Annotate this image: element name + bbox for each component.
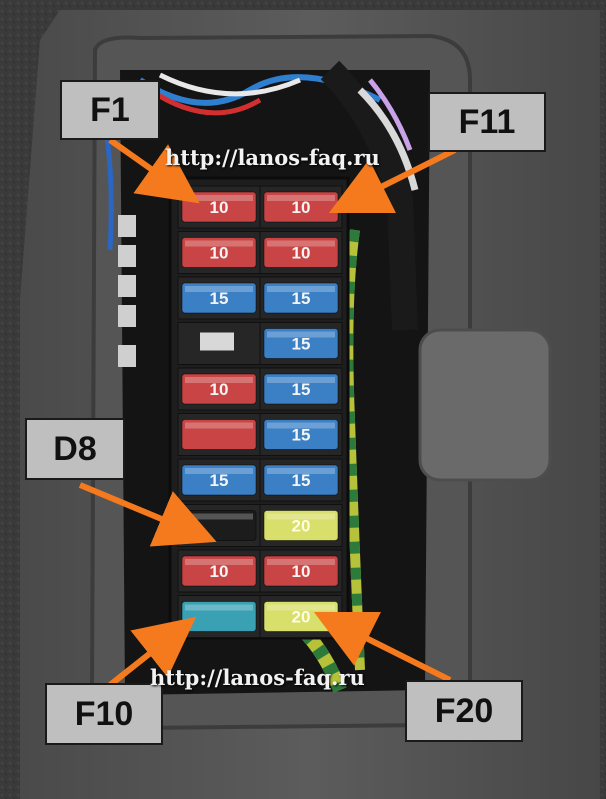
fuse-highlight [185, 559, 253, 565]
label-f1: F1 [60, 80, 160, 140]
fuse-highlight [185, 240, 253, 247]
empty-fuse-contact [200, 332, 234, 351]
fuse-right-4 [263, 328, 339, 359]
fuse-right-2 [263, 237, 339, 268]
fuse-highlight [267, 422, 335, 429]
fuse-left-2 [181, 237, 257, 268]
fuse-highlight [267, 513, 335, 520]
fuse-left-1 [181, 191, 257, 223]
fuse-highlight [185, 468, 253, 474]
fuse-rating: 10 [210, 244, 229, 263]
fuse-highlight [185, 377, 253, 383]
fuse-right-5 [263, 373, 339, 405]
arrow-f1 [108, 137, 200, 204]
fuse-rating: 15 [292, 289, 311, 308]
fuse-rating: 10 [292, 198, 311, 217]
fuse-highlight [185, 604, 253, 611]
label-f11: F11 [428, 92, 546, 152]
fuse-highlight [267, 240, 335, 247]
fuse-rating: 15 [292, 380, 311, 399]
fuse-rating: 15 [210, 471, 229, 490]
fuse-rating: 10 [292, 562, 311, 581]
fuse-highlight [267, 331, 335, 338]
fuse-highlight [185, 286, 253, 292]
callout-arrows [78, 137, 457, 688]
fuse-rating: 15 [292, 335, 311, 354]
fuse-rating: 10 [210, 198, 229, 217]
fuse-highlight [267, 195, 335, 201]
fuse-left-6 [181, 419, 257, 450]
fuse-highlight [185, 195, 253, 201]
arrow-f11 [328, 147, 457, 214]
fuse-highlight [267, 286, 335, 292]
fuse-left-7 [181, 464, 257, 496]
fuse-rating: 10 [210, 380, 229, 399]
fuse-highlight [185, 513, 253, 520]
arrow-f10 [108, 616, 197, 688]
fuse-left-3 [181, 282, 257, 314]
fuse-right-8 [263, 510, 339, 541]
fuse-rating: 20 [292, 608, 311, 627]
fuse-slots: 10 10 15 10 15 10 10 10 15 15 15 15 15 20 10 20 [177, 185, 343, 638]
fuse-right-7 [263, 464, 339, 496]
panel-clip [418, 328, 552, 482]
fuse-rating: 15 [292, 426, 311, 445]
fuse-highlight [267, 468, 335, 474]
watermark-bottom: http://lanos-faq.ru [150, 665, 365, 690]
side-connectors [118, 215, 136, 367]
fuse-highlight [267, 604, 335, 611]
fuse-rating: 15 [292, 471, 311, 490]
fuse-highlight [267, 377, 335, 383]
fuse-left-9 [181, 555, 257, 587]
label-d8: D8 [25, 418, 125, 480]
fuse-left-10 [181, 601, 257, 632]
fuse-rating: 20 [292, 517, 311, 536]
arrow-f20 [313, 611, 452, 683]
fuse-rating: 10 [292, 244, 311, 263]
label-f10: F10 [45, 683, 163, 745]
label-f20: F20 [405, 680, 523, 742]
fuse-right-9 [263, 555, 339, 587]
fuse-right-3 [263, 282, 339, 314]
fuse-rating: 10 [210, 562, 229, 581]
fuse-highlight [267, 559, 335, 565]
fuse-rating: 15 [210, 289, 229, 308]
fuse-highlight [185, 422, 253, 429]
fuse-right-6 [263, 419, 339, 450]
fuse-left-5 [181, 373, 257, 405]
watermark-top: http://lanos-faq.ru [165, 145, 380, 170]
arrow-d8 [78, 482, 217, 547]
